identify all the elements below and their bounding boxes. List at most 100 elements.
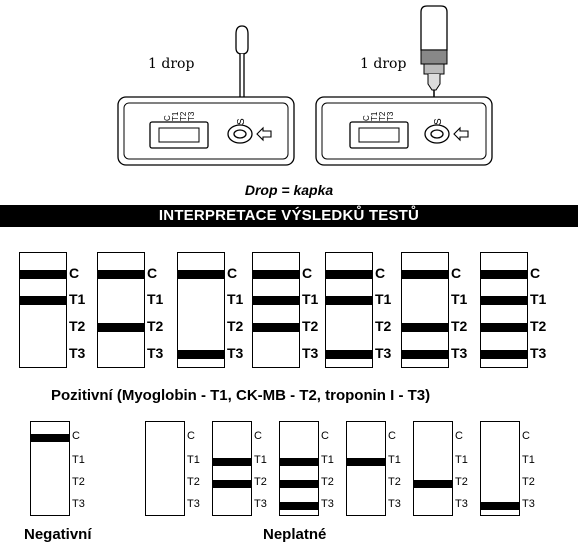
result-strip xyxy=(177,252,225,368)
strip-label-t2: T2 xyxy=(302,318,319,334)
strip-label-t1: T1 xyxy=(227,291,244,307)
result-strip xyxy=(252,252,300,368)
strip-label-t2: T2 xyxy=(147,318,164,334)
strip-label-t1: T1 xyxy=(147,291,164,307)
arrow-left-icon xyxy=(256,126,272,142)
result-strip xyxy=(30,421,70,516)
strip-label-c: C xyxy=(321,430,329,442)
strip-label-t1: T1 xyxy=(321,454,334,466)
strip-label-c: C xyxy=(451,265,462,281)
band-t1 xyxy=(213,458,251,466)
result-strip xyxy=(401,252,449,368)
band-c xyxy=(326,269,372,279)
band-t2 xyxy=(253,322,299,332)
strip-label-t3: T3 xyxy=(321,498,334,510)
band-t1 xyxy=(347,458,385,466)
strip-label-t2: T2 xyxy=(388,476,401,488)
result-strip xyxy=(413,421,453,516)
band-t2 xyxy=(481,322,527,332)
strip-label-t2: T2 xyxy=(522,476,535,488)
arrow-left-icon xyxy=(453,126,469,142)
strip-label-c: C xyxy=(302,265,313,281)
band-t2 xyxy=(98,322,144,332)
strip-label-t1: T1 xyxy=(388,454,401,466)
strip-label-c: C xyxy=(254,430,262,442)
band-t3 xyxy=(178,349,224,359)
strip-label-c: C xyxy=(522,430,530,442)
strip-label-t3: T3 xyxy=(254,498,267,510)
band-t3 xyxy=(280,502,318,510)
strip-label-t1: T1 xyxy=(72,454,85,466)
strip-label-t2: T2 xyxy=(321,476,334,488)
strip-label-t1: T1 xyxy=(375,291,392,307)
strip-label-c: C xyxy=(388,430,396,442)
result-strip xyxy=(480,252,528,368)
strip-label-t2: T2 xyxy=(455,476,468,488)
band-c xyxy=(178,269,224,279)
results-banner: INTERPRETACE VÝSLEDKŮ TESTŮ xyxy=(0,205,578,227)
strip-label-t2: T2 xyxy=(187,476,200,488)
result-strip xyxy=(325,252,373,368)
band-t1 xyxy=(253,295,299,305)
band-t3 xyxy=(326,349,372,359)
band-t3 xyxy=(402,349,448,359)
band-c xyxy=(31,434,69,442)
sample-marker: S xyxy=(433,118,444,125)
band-c xyxy=(98,269,144,279)
result-strip xyxy=(97,252,145,368)
drop-label-left: 1 drop xyxy=(148,56,195,72)
band-t3 xyxy=(481,502,519,510)
result-strip xyxy=(279,421,319,516)
strip-label-t3: T3 xyxy=(375,345,392,361)
positive-caption: Pozitivní (Myoglobin - T1, CK-MB - T2, t… xyxy=(51,387,431,404)
strip-label-t3: T3 xyxy=(530,345,547,361)
strip-label-t1: T1 xyxy=(522,454,535,466)
strip-label-t1: T1 xyxy=(187,454,200,466)
negative-caption: Negativní xyxy=(24,526,92,543)
strip-label-t3: T3 xyxy=(147,345,164,361)
strip-label-c: C xyxy=(187,430,195,442)
dropper-illustration xyxy=(117,25,295,166)
cassette-marker-t3: T3 xyxy=(187,111,196,121)
band-t2 xyxy=(402,322,448,332)
strip-label-t1: T1 xyxy=(455,454,468,466)
strip-label-c: C xyxy=(455,430,463,442)
bottle-illustration xyxy=(315,5,493,166)
strip-label-t3: T3 xyxy=(522,498,535,510)
strip-label-t1: T1 xyxy=(530,291,547,307)
strip-label-t3: T3 xyxy=(187,498,200,510)
band-t1 xyxy=(326,295,372,305)
strip-label-t3: T3 xyxy=(388,498,401,510)
band-c xyxy=(253,269,299,279)
strip-label-t1: T1 xyxy=(254,454,267,466)
strip-label-t2: T2 xyxy=(530,318,547,334)
drop-caption: Drop = kapka xyxy=(244,182,334,198)
strip-label-t2: T2 xyxy=(227,318,244,334)
strip-label-t2: T2 xyxy=(69,318,86,334)
strip-label-t3: T3 xyxy=(227,345,244,361)
strip-label-t1: T1 xyxy=(302,291,319,307)
strip-label-c: C xyxy=(227,265,238,281)
band-c xyxy=(20,269,66,279)
result-strip xyxy=(480,421,520,516)
strip-label-t2: T2 xyxy=(451,318,468,334)
band-t3 xyxy=(481,349,527,359)
strip-label-c: C xyxy=(147,265,158,281)
band-t1 xyxy=(280,458,318,466)
strip-label-t3: T3 xyxy=(451,345,468,361)
strip-label-t2: T2 xyxy=(72,476,85,488)
result-strip xyxy=(19,252,67,368)
strip-label-t3: T3 xyxy=(302,345,319,361)
result-strip xyxy=(346,421,386,516)
invalid-caption: Neplatné xyxy=(263,526,327,543)
strip-label-t1: T1 xyxy=(69,291,86,307)
strip-label-c: C xyxy=(72,430,80,442)
strip-label-t2: T2 xyxy=(375,318,392,334)
dropper-bulb xyxy=(235,25,249,55)
cassette-marker-t3: T3 xyxy=(386,111,395,121)
strip-label-c: C xyxy=(530,265,541,281)
strip-label-t3: T3 xyxy=(69,345,86,361)
strip-label-t2: T2 xyxy=(254,476,267,488)
sample-marker: S xyxy=(236,118,247,125)
drop-label-right: 1 drop xyxy=(360,56,407,72)
